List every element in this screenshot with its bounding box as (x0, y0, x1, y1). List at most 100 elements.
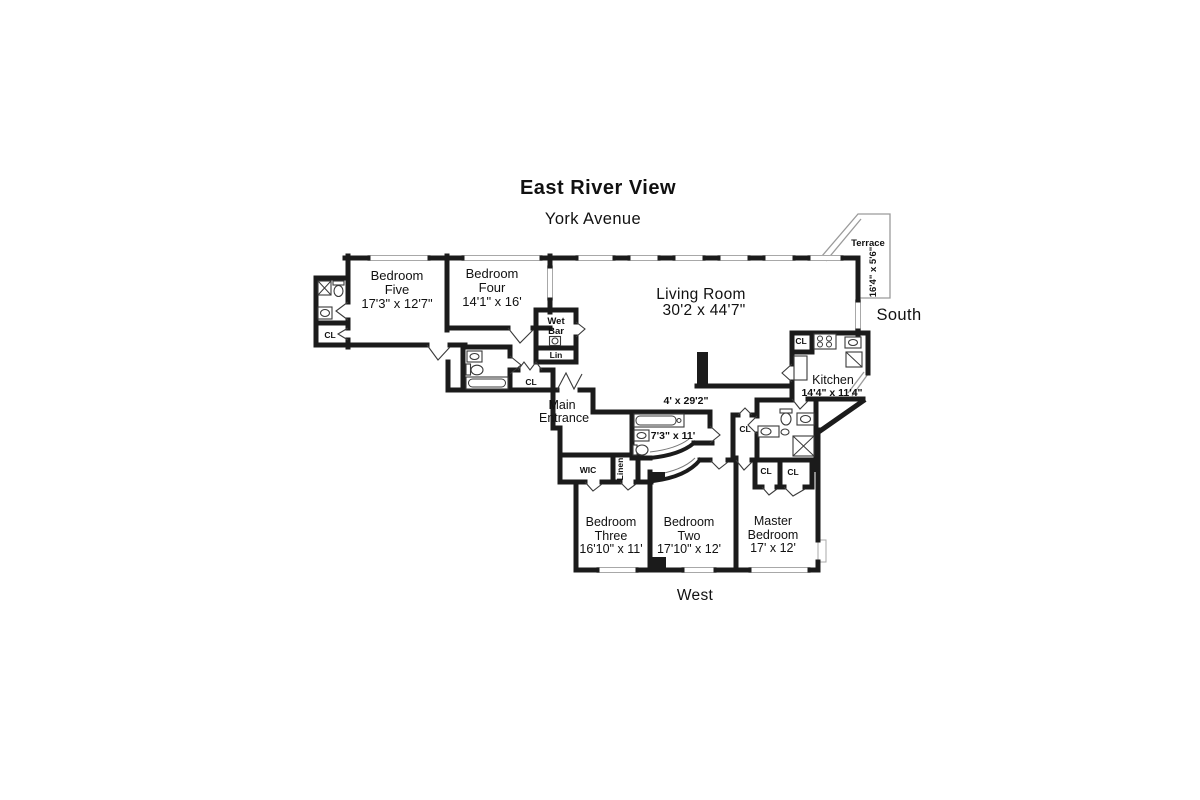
toilet-icon (780, 412, 792, 426)
terrace-dims: 16'4" x 5'6" (868, 247, 879, 298)
labels: East River View York Avenue South West L… (324, 177, 921, 604)
main-entrance-label-2: Entrance (539, 411, 589, 425)
door-swing (335, 301, 349, 321)
bedroom-four-label-1: Bedroom (466, 266, 519, 281)
kitchen-label: Kitchen (812, 373, 854, 387)
master-bedroom-dims: 17' x 12' (750, 541, 796, 555)
column (812, 460, 818, 472)
terrace-border-inner (825, 218, 862, 262)
walls (313, 253, 871, 573)
compass-west-label: West (677, 587, 714, 604)
bedroom-four-walls (444, 253, 553, 333)
window (596, 567, 639, 573)
toilet-icon (332, 280, 345, 286)
stove-burner (826, 341, 832, 348)
closet-label: CL (324, 330, 335, 340)
kitchen-walls (789, 330, 871, 435)
stove-burner (826, 335, 832, 342)
bedroom-three-label-1: Bedroom (586, 515, 637, 529)
main-entrance-label-1: Main (548, 398, 575, 412)
door-swing (709, 425, 721, 444)
bay-window (817, 539, 827, 563)
bedroom-two-dims: 17'10" x 12' (657, 542, 721, 556)
door-swing (619, 481, 637, 491)
column (651, 557, 666, 570)
closet-label: CL (739, 424, 750, 434)
linen-label: Linen (615, 458, 625, 481)
toilet-icon (465, 363, 472, 376)
bedroom-five-label-1: Bedroom (371, 268, 424, 283)
main-entrance-door-swing (556, 371, 583, 391)
window (627, 255, 661, 261)
stove-burner (817, 335, 823, 342)
closet-label: CL (787, 467, 798, 477)
sink-icon (469, 352, 480, 361)
window (748, 567, 811, 573)
wet-bar-label-1: Wet (547, 316, 565, 327)
bedroom-five-label-2: Five (385, 282, 410, 297)
entry-bath-closet-walls (445, 342, 556, 393)
master-bedroom-label-1: Master (754, 514, 792, 528)
terrace-border (821, 213, 891, 299)
window (461, 255, 543, 261)
shower-x (792, 435, 815, 457)
bedroom-two-curved-wall (650, 457, 703, 484)
bedroom-two-label-2: Two (678, 529, 701, 543)
door-swing (791, 398, 809, 410)
column (697, 352, 708, 387)
living-room-label: Living Room (656, 286, 745, 303)
terrace-label: Terrace (851, 238, 885, 249)
toilet-icon (779, 408, 793, 414)
window (672, 255, 706, 261)
wic-label: WIC (580, 465, 597, 475)
window (367, 255, 431, 261)
door-swing (584, 481, 603, 492)
window (681, 567, 717, 573)
kitchen-counter (793, 355, 808, 381)
kitchen-window-diagonal (847, 371, 869, 397)
stove-icon (813, 333, 837, 350)
living-room-dims: 30'2 x 44'7" (662, 302, 745, 319)
bedroom-two-label-1: Bedroom (664, 515, 715, 529)
bedroom-four-label-2: Four (479, 280, 506, 295)
doors (335, 301, 809, 497)
door-swing (747, 415, 758, 435)
bathtub-icon (465, 376, 509, 390)
door-swing (575, 321, 586, 338)
page-title: East River View (520, 177, 676, 199)
bedroom-three-label-2: Three (595, 529, 628, 543)
toilet-icon (333, 284, 344, 298)
toilet-icon (635, 444, 649, 456)
bidet-icon (780, 428, 790, 436)
bathtub-icon (635, 415, 677, 426)
door-swing (336, 327, 349, 341)
toilet-icon (470, 364, 484, 376)
window (807, 255, 844, 261)
wet-bar-sink-icon (551, 337, 559, 345)
door-swing (737, 407, 753, 416)
hall-bath-dims: 7'3" x 11' (651, 430, 695, 442)
window (762, 255, 796, 261)
door-swing (509, 355, 522, 375)
vanity-sink-icon (760, 427, 772, 436)
wet-bar-label-2: Bar (548, 326, 564, 337)
bedroom-five-bath-walls (313, 253, 468, 350)
closet-label: CL (525, 377, 536, 387)
door-swing (781, 363, 793, 383)
closet-label: CL (760, 466, 771, 476)
bedroom-five-dims: 17'3" x 12'7" (361, 296, 433, 311)
bedroom-four-dims: 14'1" x 16' (462, 294, 521, 309)
sink-icon (319, 308, 331, 318)
vestibule-walls (550, 387, 596, 458)
wet-bar-walls (533, 307, 579, 365)
bathtub-icon (633, 413, 685, 428)
door-swing (426, 344, 451, 361)
master-bedroom-label-2: Bedroom (748, 528, 799, 542)
bathtub-faucet (676, 418, 682, 423)
window (547, 265, 553, 301)
terrace-outline (821, 213, 891, 299)
gallery-dims: 4' x 29'2" (663, 395, 708, 407)
bathtub-icon (468, 378, 506, 388)
compass-south-label: South (876, 306, 921, 324)
